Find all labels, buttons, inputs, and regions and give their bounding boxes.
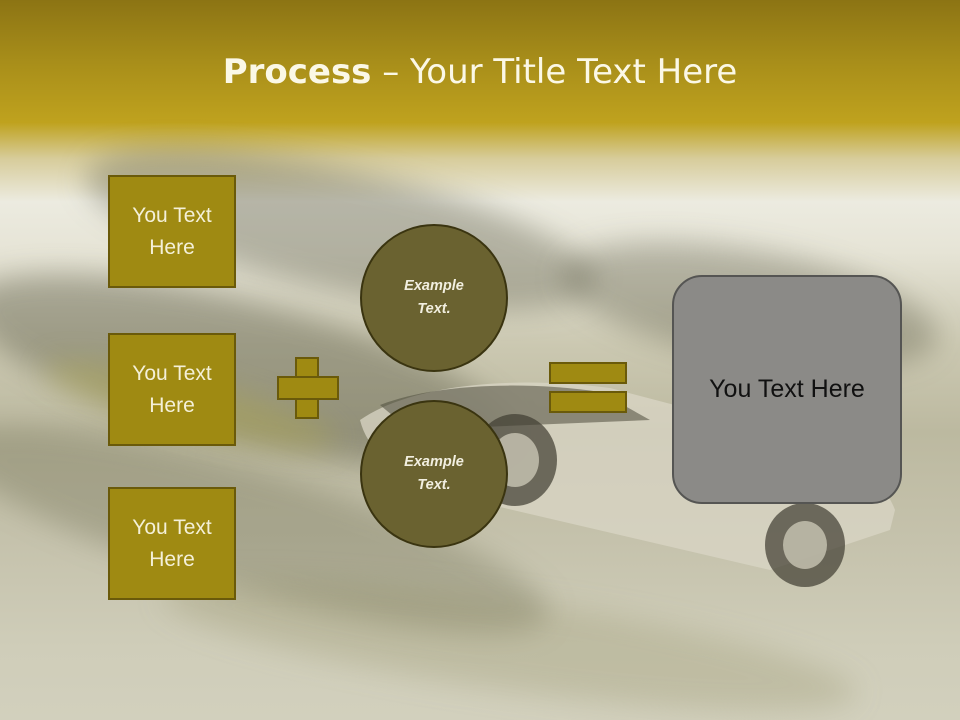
slide-title: Process – Your Title Text Here (0, 52, 960, 92)
left-box-label: You Text Here (132, 515, 212, 571)
result-label: You Text Here (709, 375, 865, 403)
left-box-3[interactable]: You Text Here (108, 487, 236, 600)
result-box[interactable]: You Text Here (672, 275, 902, 504)
equals-icon-top (549, 362, 627, 384)
circle-label: Example Text. (404, 454, 464, 493)
left-box-1[interactable]: You Text Here (108, 175, 236, 288)
left-box-label: You Text Here (132, 203, 212, 259)
left-box-2[interactable]: You Text Here (108, 333, 236, 446)
title-bold: Process (222, 52, 372, 92)
left-box-label: You Text Here (132, 361, 212, 417)
title-rest: – Your Title Text Here (371, 52, 738, 92)
plus-icon-center (297, 378, 317, 398)
example-circle-1[interactable]: Example Text. (360, 224, 508, 372)
example-circle-2[interactable]: Example Text. (360, 400, 508, 548)
equals-icon-bottom (549, 391, 627, 413)
circle-label: Example Text. (404, 278, 464, 317)
